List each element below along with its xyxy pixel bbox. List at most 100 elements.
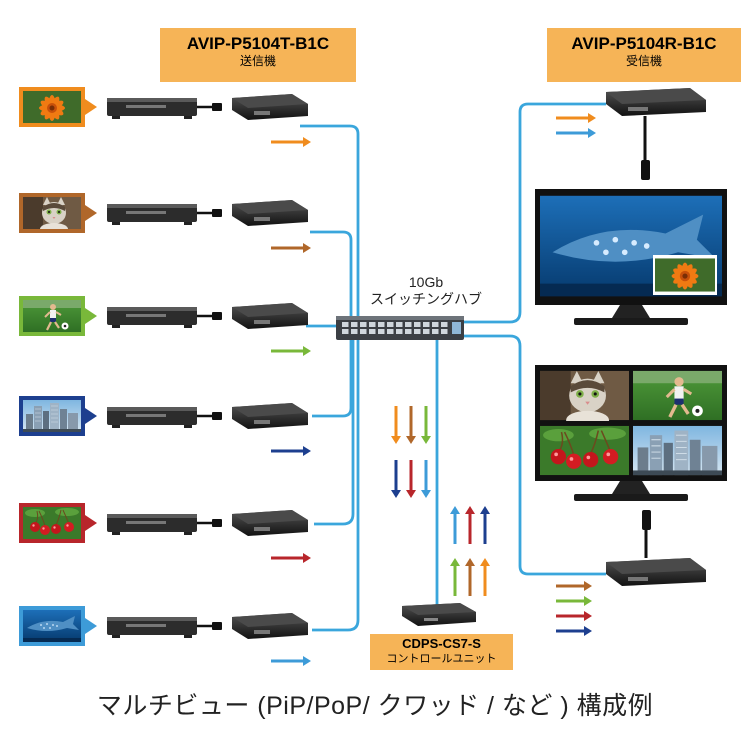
hub-port [369,322,376,327]
hub-port [396,322,403,327]
transmitter-unit [232,403,308,429]
hub-label-line1: 10Gb [408,274,444,290]
source-thumbnail [19,503,97,543]
source-thumbnail [19,396,97,436]
source-thumbnail [19,296,97,336]
network-cables [300,102,606,632]
rx1-stream-arrow-lightblue [556,128,596,138]
hub-port [414,322,421,327]
transmitter-unit [232,94,308,120]
hub-port [351,322,358,327]
hub-port [360,329,367,334]
down-arrow-lightblue [421,460,431,498]
media-player [107,204,197,225]
down-arrow-red [406,460,416,498]
transmitter-unit [232,510,308,536]
cable-tx2 [310,230,353,324]
up-arrow-lightblue [450,506,460,544]
transmitter-model: AVIP-P5104T-B1C [186,34,330,53]
cable-rx1 [463,102,606,324]
transmitter-unit [232,200,308,226]
down-arrow-green [421,406,431,444]
hub-port [441,329,448,334]
source-stream-arrow [271,656,311,666]
source-row [19,503,311,563]
hub-port [378,329,385,334]
hub-label: 10Gb スイッチングハブ [352,274,500,308]
receiver-caption: 受信機 [625,54,662,68]
hub-port [405,322,412,327]
display-quad [535,365,727,501]
source-row [19,87,311,147]
display-pip [535,189,727,325]
cable-tx6 [312,336,360,632]
rx2-stream-arrow-red [556,611,592,621]
source-stream-arrow [271,243,311,253]
cable-tx4 [312,332,353,418]
up-arrow-navy [480,506,490,544]
source-thumbnail [19,606,97,646]
source-row [19,396,311,456]
hub-port [360,322,367,327]
rx2-stream-arrow-green [556,596,592,606]
source-stream-arrow [271,446,311,456]
hub-port [432,329,439,334]
controller-caption: コントロールユニット [386,653,497,665]
source-stream-arrow [271,553,311,563]
up-arrow-orange [480,558,490,596]
source-thumbnail [19,87,97,127]
cable-tx1 [300,124,360,322]
diagram-caption: マルチビュー (PiP/PoP/ クワッド / など ) 構成例 [96,692,654,720]
media-player [107,98,197,119]
cable-rx2 [463,334,606,576]
switching-hub [336,316,464,340]
receiver-unit-top [606,88,706,180]
source-row [19,193,311,253]
media-player [107,307,197,328]
source-stream-arrow [271,137,311,147]
rx2-stream-arrow-brown [556,581,592,591]
media-player [107,617,197,638]
source-stream-arrow [271,346,311,356]
hub-port [441,322,448,327]
controller-label: CDPS-CS7-S コントロールユニット [370,634,513,670]
transmitter-label: AVIP-P5104T-B1C 送信機 [160,28,356,82]
controller-model: CDPS-CS7-S [402,636,481,651]
transmitter-unit [232,303,308,329]
media-player [107,514,197,535]
rx1-stream-arrow-orange [556,113,596,123]
receiver-label: AVIP-P5104R-B1C 受信機 [547,28,741,82]
hub-port [405,329,412,334]
receiver-unit-bottom [606,510,706,586]
up-arrow-green [450,558,460,596]
hub-port [414,329,421,334]
hub-port [432,322,439,327]
hub-port [423,329,430,334]
down-arrow-brown [406,406,416,444]
receiver-model: AVIP-P5104R-B1C [571,34,717,53]
source-thumbnail [19,193,97,233]
source-row [19,296,311,356]
control-unit [402,603,476,626]
media-player [107,407,197,428]
hub-port [351,329,358,334]
rx2-stream-arrow-navy [556,626,592,636]
cable-tx5 [314,334,355,526]
hub-port [369,329,376,334]
transmitter-caption: 送信機 [239,54,276,68]
hub-port [378,322,385,327]
down-arrow-orange [391,406,401,444]
hub-port [387,322,394,327]
up-arrow-brown [465,558,475,596]
hub-port [387,329,394,334]
hub-label-line2: スイッチングハブ [370,291,482,307]
transmitter-unit [232,613,308,639]
source-row [19,606,311,666]
up-arrow-red [465,506,475,544]
hub-port [423,322,430,327]
hub-port [396,329,403,334]
hub-port [342,329,349,334]
hub-port [342,322,349,327]
